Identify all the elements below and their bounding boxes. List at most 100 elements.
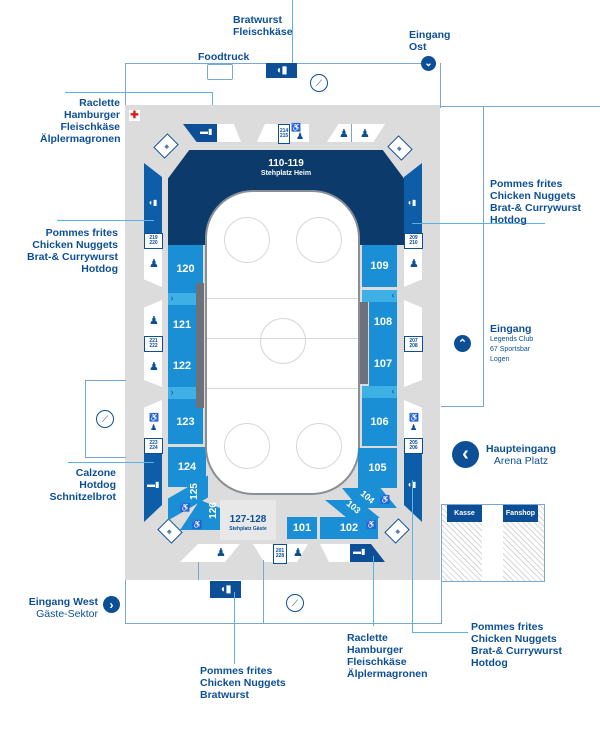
leader-bratwurst [292, 0, 293, 70]
chevron-down-icon: ⌄ [424, 58, 433, 69]
drinks-icon: ◖▮ [148, 198, 158, 207]
section-121[interactable]: 121 [168, 305, 196, 345]
player-bench-right [360, 302, 368, 384]
outline-right-v [483, 106, 484, 406]
kasse-label[interactable]: Kasse [447, 505, 482, 522]
entrance-ost-button[interactable]: ⌄ [421, 56, 436, 71]
player-bench-left [196, 283, 204, 408]
smoking-icon: ⟋ [96, 410, 114, 428]
divider [351, 124, 352, 142]
wheelchair-icon: ♿ [180, 503, 190, 512]
section-101[interactable]: 101 [287, 517, 317, 539]
chevron-left-icon: ‹ [462, 443, 469, 465]
leader-pommes-bottom-right-v [412, 480, 413, 632]
leader-calzone [68, 462, 154, 463]
outline-bottom-right2 [441, 602, 442, 622]
label-eingang-legends: Eingang Legends Club 67 Sportsbar Logen [490, 323, 534, 363]
outline-mid-bottom [263, 580, 264, 624]
entrance-west-button[interactable]: › [103, 596, 120, 613]
leader-raclette-bottom [373, 556, 374, 626]
leader-bottom-left [198, 562, 199, 580]
section-stehplatz-heim-number: 110-119 [268, 158, 304, 169]
food-stand-left[interactable] [144, 163, 162, 233]
toilet-icon: ♟ [149, 258, 159, 270]
outline-left [125, 63, 126, 105]
smoking-icon: ⟋ [310, 74, 328, 92]
food-stand-left-bottom[interactable] [144, 454, 162, 522]
wc-block-top-right [327, 124, 385, 142]
outline-ost [440, 63, 441, 108]
outline-bottom-left [125, 580, 126, 624]
wc-left-2 [144, 300, 162, 338]
section-105[interactable]: 105 [358, 448, 397, 488]
drinks-stand-top[interactable]: ◖▮ [266, 63, 297, 78]
section-stehplatz-heim-name: Stehplatz Heim [260, 170, 312, 177]
main-entrance-button[interactable]: ‹ [452, 441, 479, 468]
toilet-icon: ♟ [296, 131, 305, 141]
smoking-icon: ⟋ [286, 594, 304, 612]
section-126-label: 126 [207, 502, 219, 519]
food-icon: ▬▮ [353, 547, 366, 556]
toilet-icon: ♟ [339, 128, 349, 140]
faceoff-circle [224, 217, 270, 263]
toilet-icon: ♟ [149, 361, 159, 373]
legends-entrance-area [441, 280, 484, 407]
chevron-right-icon: › [109, 597, 114, 612]
food-icon: ▬▮ [200, 127, 213, 136]
leader-raclette-top-h [65, 92, 213, 93]
toilet-icon: ♟ [150, 423, 158, 432]
section-108[interactable]: 108 [369, 302, 397, 342]
section-109[interactable]: 109 [362, 245, 397, 287]
faceoff-circle [296, 217, 342, 263]
section-106[interactable]: 106 [362, 398, 397, 446]
fanshop-label[interactable]: Fanshop [503, 505, 538, 522]
entrance-legends-button[interactable]: ⌃ [454, 335, 471, 352]
toilet-icon: ♟ [410, 423, 418, 432]
drinks-icon: ◖▮ [275, 65, 288, 76]
food-stand-right[interactable] [404, 163, 422, 233]
food-icon: ▬▮ [147, 480, 160, 489]
wc-left-1 [144, 249, 162, 287]
section-122[interactable]: 122 [168, 345, 196, 387]
section-125-label: 125 [188, 483, 200, 500]
food-stand-right-bottom[interactable] [404, 454, 422, 522]
kiosk-bottom-right [320, 544, 350, 562]
drinks-stand-bottom[interactable]: ◖▮ [210, 581, 241, 598]
section-102[interactable]: 102 [320, 517, 378, 539]
wc-left-4 [144, 400, 162, 438]
wc-right-4 [404, 400, 422, 438]
leader-pommes-bottom-right-h [412, 632, 468, 633]
kiosk-bottom-left [180, 544, 240, 562]
section-stehplatz-gaeste[interactable] [220, 500, 276, 540]
label-foodtruck: Foodtruck [198, 51, 250, 63]
wheelchair-icon: ♿ [380, 495, 390, 504]
smoking-area-left [85, 380, 126, 458]
outline-bottom [125, 623, 441, 624]
wc-left-3 [144, 352, 162, 387]
outline-ost-h [440, 106, 600, 107]
leader-pommes-right [412, 223, 545, 224]
drinks-icon: ◖▮ [219, 584, 232, 595]
aisle: › [168, 387, 196, 399]
wheelchair-icon: ♿ [192, 520, 202, 529]
rink-line [207, 298, 358, 299]
leader-pommes-bottom [234, 592, 235, 664]
section-107[interactable]: 107 [369, 342, 397, 386]
